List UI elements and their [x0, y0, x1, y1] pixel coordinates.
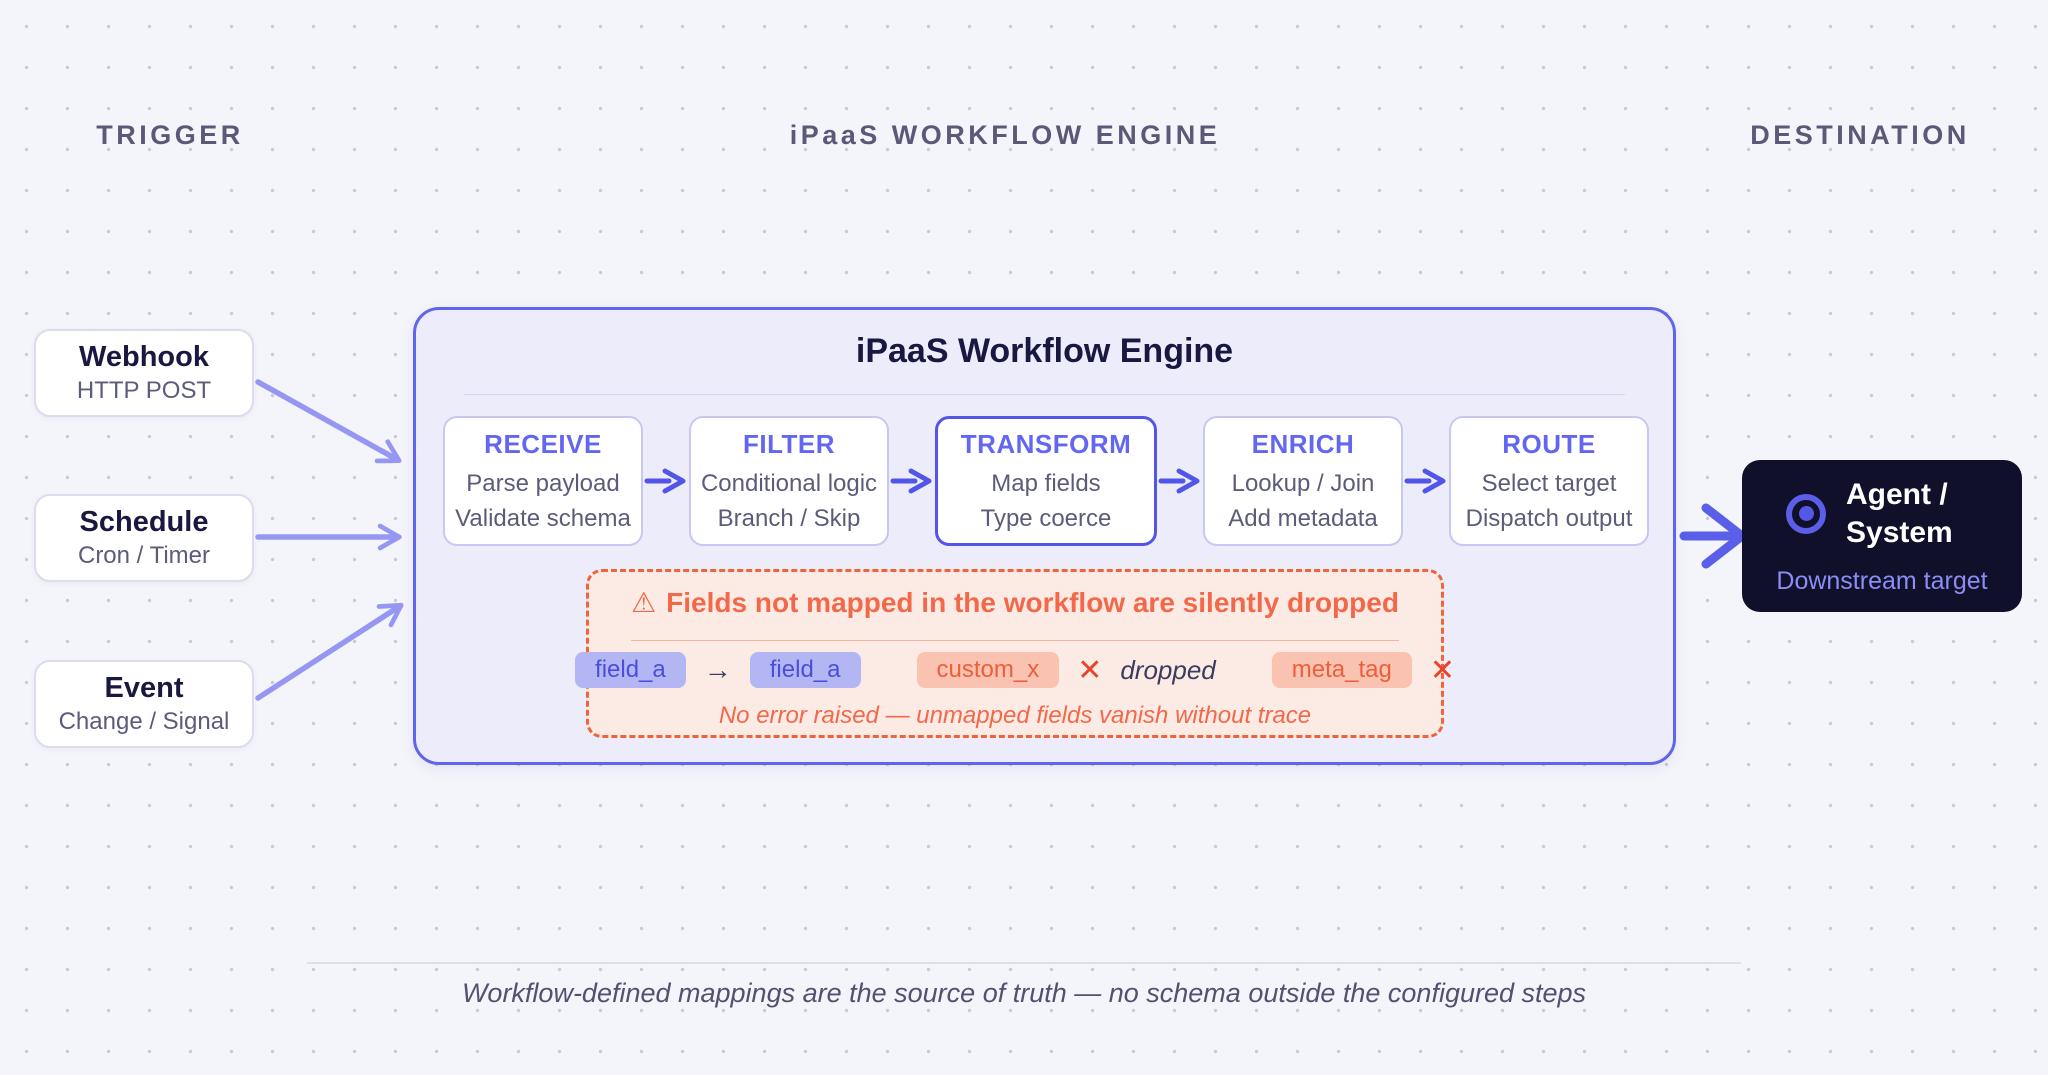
footer-caption: Workflow-defined mappings are the source… — [461, 978, 1587, 1008]
field-chip-source: field_a — [575, 651, 686, 689]
trigger-subtitle: Cron / Timer — [77, 542, 211, 569]
destination-subtitle: Downstream target — [1776, 567, 1988, 595]
step-title: ENRICH — [1251, 428, 1355, 459]
step-line: Dispatch output — [1465, 504, 1633, 532]
step-title: FILTER — [742, 428, 836, 459]
step-line: Validate schema — [455, 504, 631, 532]
destination-main: Agent / System — [1786, 476, 1978, 551]
step-line: Select target — [1481, 469, 1617, 497]
step-enrich: ENRICH Lookup / Join Add metadata — [1203, 416, 1403, 546]
lane-header-trigger: TRIGGER — [96, 120, 244, 150]
workflow-engine-panel: iPaaS Workflow Engine RECEIVE Parse payl… — [413, 307, 1676, 765]
arrow-event-to-engine — [255, 602, 404, 701]
step-title: TRANSFORM — [960, 428, 1132, 459]
target-icon — [1786, 493, 1826, 534]
trigger-subtitle: Change / Signal — [58, 708, 230, 735]
warning-triangle-icon: ⚠ — [631, 587, 657, 618]
step-arrow-icon — [890, 468, 932, 494]
x-icon: ✕ — [1077, 653, 1103, 687]
step-receive: RECEIVE Parse payload Validate schema — [443, 416, 643, 546]
field-chip-target: field_a — [749, 651, 861, 689]
engine-title: iPaaS Workflow Engine — [855, 332, 1234, 370]
step-route: ROUTE Select target Dispatch output — [1449, 416, 1649, 546]
step-title: RECEIVE — [484, 428, 602, 459]
trigger-box-event: Event Change / Signal — [34, 660, 254, 748]
mapping-arrow-icon: → — [703, 654, 732, 685]
trigger-box-schedule: Schedule Cron / Timer — [34, 494, 254, 582]
step-arrow-icon — [1404, 468, 1446, 494]
arrow-webhook-to-engine — [255, 379, 402, 464]
destination-title: Agent / System — [1846, 478, 1953, 549]
step-line: Branch / Skip — [717, 504, 861, 532]
footer-divider — [307, 962, 1741, 964]
warning-divider — [631, 640, 1399, 641]
trigger-title: Event — [104, 672, 184, 704]
field-chip-dropped: meta_tag — [1271, 651, 1412, 689]
step-line: Map fields — [991, 469, 1101, 497]
engine-title-divider — [464, 394, 1625, 395]
lane-header-destination: DESTINATION — [1750, 120, 1970, 150]
lane-header-engine: iPaaS WORKFLOW ENGINE — [789, 120, 1221, 150]
step-arrow-icon — [644, 468, 686, 494]
step-line: Lookup / Join — [1231, 469, 1375, 497]
arrow-engine-to-destination — [1679, 503, 1747, 569]
step-transform: TRANSFORM Map fields Type coerce — [935, 416, 1157, 546]
warning-title: ⚠ Fields not mapped in the workflow are s… — [589, 586, 1441, 619]
step-arrow-icon — [1158, 468, 1200, 494]
step-line: Type coerce — [980, 504, 1112, 532]
field-chip-dropped: custom_x — [916, 651, 1060, 689]
field-mapping-row: field_a → field_a custom_x ✕ dropped met… — [575, 651, 1455, 689]
step-line: Add metadata — [1228, 504, 1378, 532]
trigger-box-webhook: Webhook HTTP POST — [34, 329, 254, 417]
dropped-fields-warning: ⚠ Fields not mapped in the workflow are s… — [575, 569, 1455, 738]
warning-footnote: No error raised — unmapped fields vanish… — [718, 702, 1312, 729]
step-line: Parse payload — [466, 469, 620, 497]
step-filter: FILTER Conditional logic Branch / Skip — [689, 416, 889, 546]
destination-box-agent-system: Agent / System Downstream target — [1742, 460, 2022, 612]
trigger-title: Webhook — [79, 341, 209, 373]
trigger-subtitle: HTTP POST — [76, 377, 212, 404]
workflow-steps-row: RECEIVE Parse payload Validate schema FI… — [443, 416, 1649, 546]
step-line: Conditional logic — [700, 469, 878, 497]
warning-title-text: Fields not mapped in the workflow are si… — [666, 587, 1399, 618]
dropped-label: dropped — [1120, 654, 1216, 685]
trigger-title: Schedule — [79, 506, 209, 538]
x-icon: ✕ — [1429, 653, 1455, 687]
step-title: ROUTE — [1502, 428, 1596, 459]
